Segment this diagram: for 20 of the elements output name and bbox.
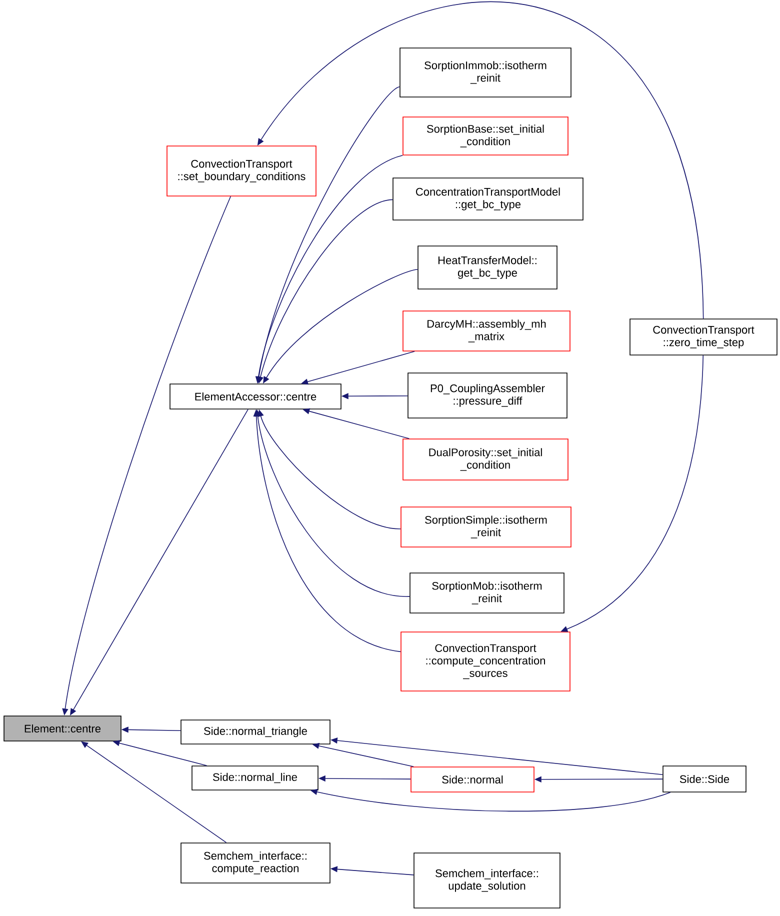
function-box: HeatTransferModel:: get_bc_type <box>418 246 558 290</box>
function-box: SorptionSimple::isotherm _reinit <box>400 506 572 548</box>
function-box: Semchem_interface:: update_solution <box>414 852 560 908</box>
function-box: SorptionMob::isotherm _reinit <box>410 572 564 614</box>
function-box: ConvectionTransport ::set_boundary_conditions <box>166 146 316 196</box>
function-box: ConvectionTransport ::compute_concentration _sources <box>400 632 570 692</box>
function-box: Element::centre <box>4 716 122 742</box>
function-box: ElementAccessor::centre <box>170 384 342 410</box>
function-box: ConcentrationTransportModel ::get_bc_type <box>392 178 584 220</box>
function-box: Side::normal_triangle <box>180 720 330 744</box>
function-box: Side::Side <box>662 766 746 792</box>
function-box: DualPorosity::set_initial _condition <box>402 438 568 480</box>
function-box: P0_CouplingAssembler ::pressure_diff <box>408 372 568 418</box>
function-box: Side::normal <box>410 766 534 792</box>
function-box: SorptionBase::set_initial _condition <box>402 116 568 156</box>
function-box: DarcyMH::assembly_mh _matrix <box>402 310 570 352</box>
function-box: Side::normal_line <box>192 766 318 790</box>
function-box: ConvectionTransport ::zero_time_step <box>630 318 778 356</box>
function-box: Semchem_interface:: compute_reaction <box>180 842 330 884</box>
function-box: SorptionImmob::isotherm _reinit <box>400 48 572 98</box>
